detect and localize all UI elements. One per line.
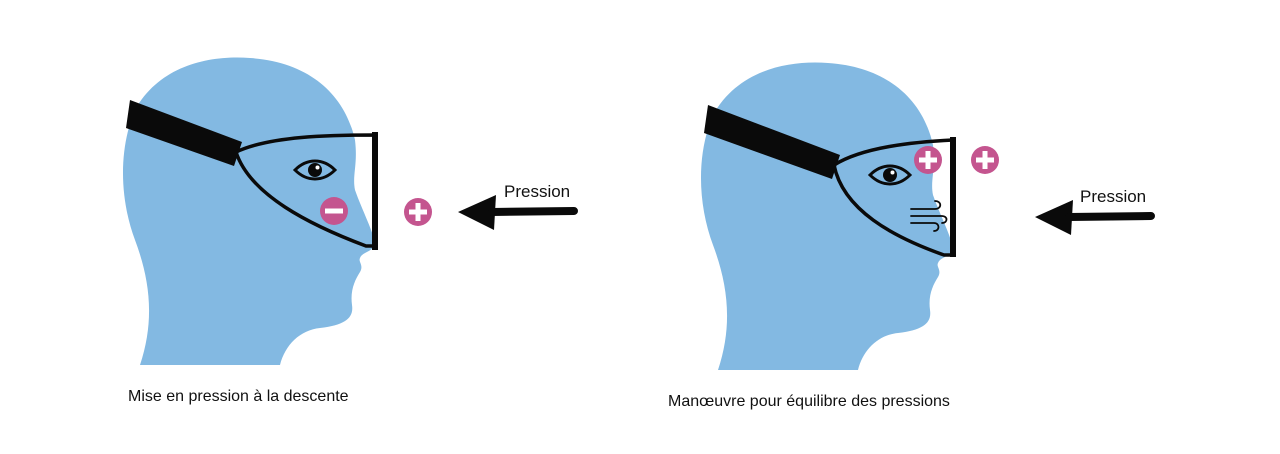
plus-icon (404, 198, 432, 226)
mask-strap (704, 105, 840, 179)
panel-descent (122, 57, 574, 365)
mask-strap (126, 100, 242, 166)
pressure-label: Pression (504, 182, 571, 201)
pressure-label: Pression (1080, 187, 1147, 206)
minus-icon (320, 197, 348, 225)
caption-descent: Mise en pression à la descente (128, 388, 349, 405)
plus-icon-inside (914, 146, 942, 174)
caption-equalization: Manœuvre pour équilibre des pressions (668, 393, 950, 410)
mask-outline (233, 133, 377, 248)
plus-icon-outside (971, 146, 999, 174)
wind-icon (910, 200, 948, 232)
panel-equalization (700, 62, 1151, 370)
mask-outline (832, 138, 955, 257)
